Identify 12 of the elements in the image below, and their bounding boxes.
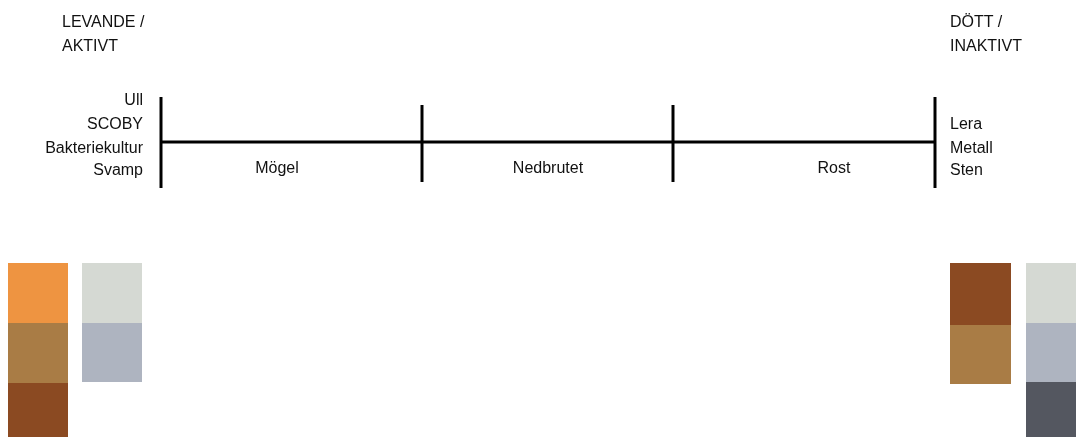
material-name: Lera — [950, 114, 984, 134]
category-heading: DÖTT / INAKTIVT — [950, 12, 1023, 56]
scale-label: Mögel — [254, 158, 300, 178]
material-name: Ull — [123, 90, 143, 110]
material-name: SCOBY — [86, 114, 143, 134]
scale-label: Rost — [816, 158, 852, 178]
material-name: Metall — [950, 138, 994, 158]
category-heading: LEVANDE / AKTIVT — [62, 12, 146, 56]
material-name: Svamp — [92, 160, 143, 180]
scale-label: Nedbrutet — [511, 158, 585, 178]
material-name: Sten — [950, 160, 984, 180]
material-name: Bakteriekultur — [44, 138, 143, 158]
